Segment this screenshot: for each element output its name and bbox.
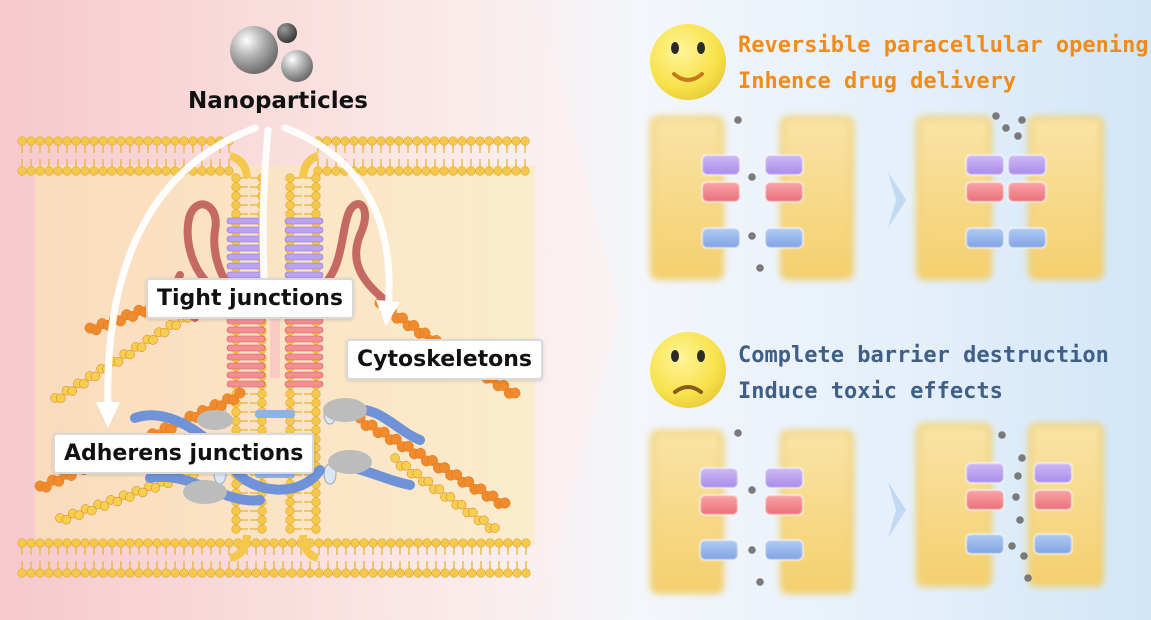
positive-outcome-line2: Inhence drug delivery: [738, 69, 1017, 94]
frowning-face-icon: [650, 332, 726, 408]
positive-outcome-text: Reversible paracellular opening Inhence …: [738, 28, 1149, 100]
adherens-junctions-label: Adherens junctions: [53, 433, 315, 474]
negative-outcome-text: Complete barrier destruction Induce toxi…: [738, 338, 1109, 410]
negative-outcome-line2: Induce toxic effects: [738, 379, 1003, 404]
negative-outcome-line1: Complete barrier destruction: [738, 343, 1109, 368]
outcome-panels: [650, 112, 1104, 594]
tight-junctions-label: Tight junctions: [146, 278, 354, 319]
divider-wedge: [530, 0, 620, 620]
positive-outcome-line1: Reversible paracellular opening: [738, 33, 1149, 58]
smiling-face-icon: [650, 24, 726, 100]
nanoparticles-icon: [230, 23, 313, 82]
nanoparticles-label: Nanoparticles: [188, 88, 368, 114]
cytoskeletons-label: Cytoskeletons: [346, 339, 544, 380]
